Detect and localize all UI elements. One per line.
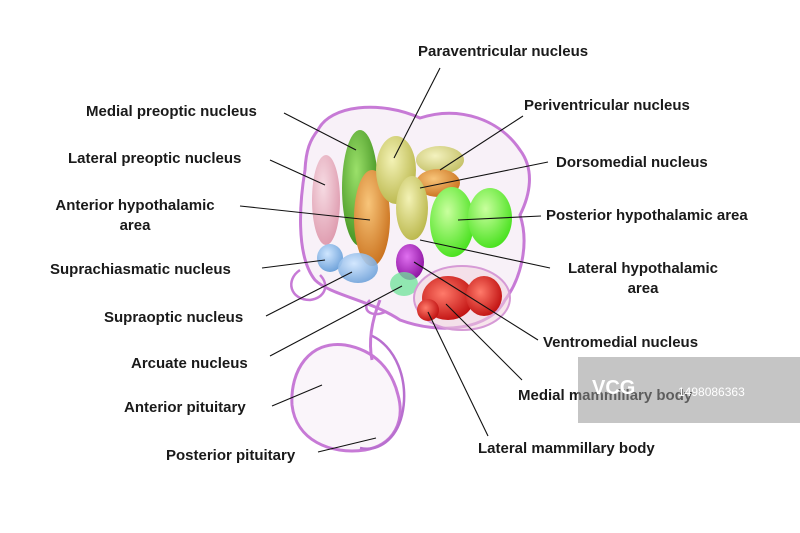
leader-supraoptic [265,271,353,317]
arcuate-shape [390,272,418,296]
lateral-hypothalamic-shape [396,244,424,280]
leader-medial-preoptic [283,112,357,151]
leader-medial-mammillary [445,303,523,381]
medial-mammillary-shape-2 [466,276,502,316]
label-supraoptic: Supraoptic nucleus [104,309,244,326]
label-anterior-pituitary: Anterior pituitary [124,399,246,416]
label-lateral-preoptic: Lateral preoptic nucleus [68,150,242,167]
label-lateral-hypothalamic-line2: area [627,280,659,297]
label-ventromedial: Ventromedial nucleus [543,334,699,351]
label-paraventricular: Paraventricular nucleus [418,43,589,60]
label-lateral-hypothalamic-line1: Lateral hypothalamic [567,260,719,277]
leader-posterior-hypothalamic [457,215,542,221]
leader-lines [239,67,551,453]
pituitary-outline [290,299,406,453]
lateral-preoptic-shape [312,155,340,245]
ventral-yellow-shape [396,176,428,240]
label-suprachiasmatic: Suprachiasmatic nucleus [50,261,231,278]
leader-suprachiasmatic [261,259,326,269]
supraoptic-shape [338,253,378,283]
label-lateral-hypothalamic: Lateral hypothalamic area [552,259,734,299]
leader-arcuate [269,285,403,357]
watermark: VCG 1498086363 [578,357,800,423]
leader-dorsomedial [419,161,549,189]
watermark-id: 1498086363 [678,385,745,399]
leader-lateral-hypothalamic [419,239,551,269]
periventricular-shape [416,146,464,174]
label-anterior-hypothalamic-line2: area [119,217,151,234]
leader-posterior-pituitary [317,437,377,453]
label-periventricular: Periventricular nucleus [524,97,690,114]
watermark-logo: VCG [592,377,636,399]
label-posterior-pituitary: Posterior pituitary [166,447,296,464]
lateral-mammillary-shape [417,299,439,321]
label-medial-preoptic: Medial preoptic nucleus [86,103,257,120]
label-lateral-mammillary: Lateral mammillary body [478,440,655,457]
anterior-hypothalamic-shape [354,170,390,266]
label-arcuate: Arcuate nucleus [131,355,248,372]
leader-paraventricular [393,67,441,159]
leader-ventromedial [413,261,539,341]
leader-anterior-hypothalamic [239,205,371,221]
label-dorsomedial: Dorsomedial nucleus [556,154,708,171]
suprachiasmatic-shape [317,244,343,272]
label-posterior-hypothalamic: Posterior hypothalamic area [546,207,748,224]
label-anterior-hypothalamic: Anterior hypothalamic area [40,196,230,236]
leader-lateral-mammillary [427,311,489,437]
leader-lateral-preoptic [269,159,326,186]
leader-periventricular [439,115,524,171]
label-anterior-hypothalamic-line1: Anterior hypothalamic [55,197,215,214]
posterior-hypothalamic-shape-1 [430,187,474,257]
leader-anterior-pituitary [271,384,323,407]
